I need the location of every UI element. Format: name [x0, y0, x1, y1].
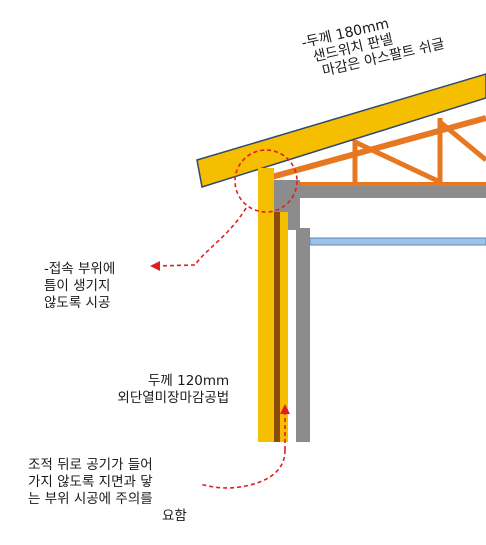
joint-leader-line	[194, 207, 247, 266]
concrete-wall	[270, 180, 486, 442]
truss-diagonal-1	[353, 139, 442, 185]
wall-inner-face	[296, 228, 310, 442]
joint-note-line-1: -접속 부위에	[44, 261, 116, 277]
joint-arrowhead	[150, 261, 160, 271]
ceiling-slab	[296, 186, 486, 198]
exterior-insulation-layer	[258, 168, 274, 442]
base-note-line-2: 가지 않도록 지면과 닿	[28, 474, 153, 490]
wall-note-line-2: 외단열미장마감공법	[117, 390, 230, 406]
joint-note: -접속 부위에 틈이 생기지 않도록 시공	[44, 261, 115, 312]
base-leader-line	[199, 449, 286, 489]
base-arrowhead	[280, 404, 290, 414]
wall-note-line-1: 두께 120mm	[148, 373, 230, 389]
joint-highlight-circle	[234, 149, 298, 213]
exterior-insulation-wall	[258, 168, 296, 442]
wall-note: 두께 120mm 외단열미장마감공법	[101, 373, 229, 407]
truss-diagonal-2	[438, 120, 486, 162]
joint-leader-arrow	[155, 264, 196, 267]
base-note-line-3: 는 부위 시공에 주의를	[28, 491, 153, 507]
joint-note-line-2: 틈이 생기지	[44, 278, 111, 294]
base-note-line-1: 조적 뒤로 공기가 들어	[28, 457, 153, 473]
annotations	[150, 149, 298, 489]
base-note-line-4: 요함	[162, 508, 187, 524]
base-note: 조적 뒤로 공기가 들어 가지 않도록 지면과 닿 는 부위 시공에 주의를 요…	[28, 457, 187, 525]
brown-stud	[274, 212, 280, 442]
inner-insulation-layer	[280, 212, 288, 442]
joint-note-line-3: 않도록 시공	[44, 295, 111, 311]
air-gap	[288, 230, 296, 442]
roof-sandwich-panel	[196, 73, 486, 188]
ceiling-board	[309, 237, 486, 246]
